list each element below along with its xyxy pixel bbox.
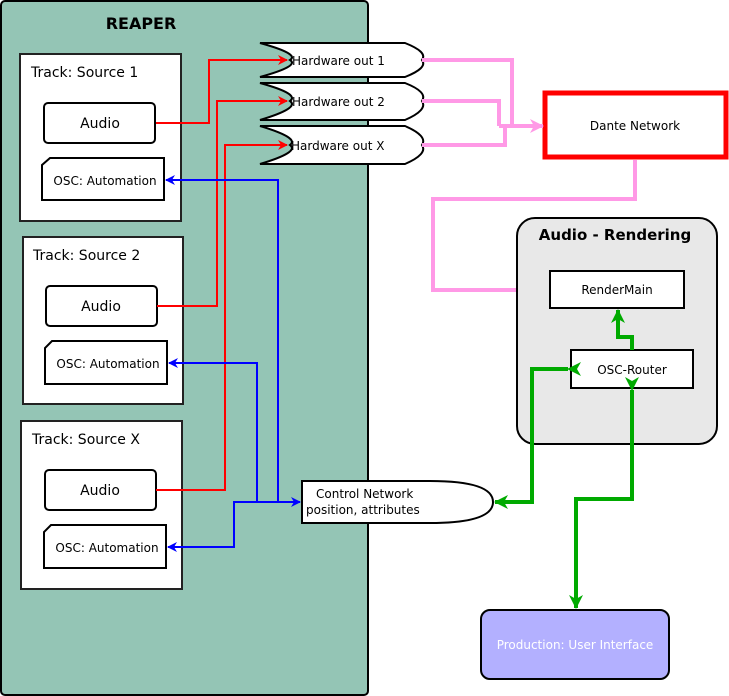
user-interface-label: Production: User Interface (497, 638, 654, 652)
audio-link-1 (156, 55, 288, 124)
osc-link-1 (165, 175, 279, 501)
audio-link-x (156, 140, 288, 491)
reaper-title: REAPER (106, 14, 177, 33)
hardware-out-x[interactable]: Hardware out X (259, 125, 425, 165)
render-main-label: RenderMain (581, 283, 652, 297)
track-title: Track: Source 1 (30, 65, 138, 81)
osc-automation-block[interactable]: OSC: Automation (41, 157, 165, 201)
audio-link-2 (157, 96, 288, 307)
hardware-out-1[interactable]: Hardware out 1 (259, 42, 425, 78)
audio-label: Audio (80, 483, 120, 499)
dante-network-label: Dante Network (590, 119, 680, 133)
osc-links (165, 175, 301, 552)
osc-label: OSC: Automation (55, 541, 158, 555)
hardware-out-label: Hardware out 1 (292, 54, 385, 68)
dante-link-x (422, 126, 507, 147)
osc-router-block[interactable]: OSC-Router (570, 349, 694, 389)
audio-block[interactable]: Audio (43, 102, 156, 144)
audio-links (156, 55, 288, 491)
control-network-sublabel: position, attributes (306, 503, 420, 517)
router-to-control-network (494, 362, 581, 509)
dante-link-2 (422, 99, 501, 126)
hardware-out-label: Hardware out 2 (292, 95, 385, 109)
dante-links (422, 58, 637, 297)
hardware-out-2[interactable]: Hardware out 2 (259, 82, 425, 121)
osc-link-2 (168, 358, 258, 501)
control-links (494, 309, 639, 609)
audio-label: Audio (80, 116, 120, 132)
control-network-label: Control Network (316, 487, 413, 501)
audio-rendering-title: Audio - Rendering (539, 226, 691, 244)
render-main-block[interactable]: RenderMain (549, 270, 685, 309)
audio-block[interactable]: Audio (44, 469, 157, 511)
user-interface-block[interactable]: Production: User Interface (480, 609, 670, 680)
audio-label: Audio (81, 299, 121, 315)
track-source-1: Track: Source 1 Audio OSC: Automation (19, 53, 182, 222)
dante-to-rendermain (431, 160, 637, 297)
audio-block[interactable]: Audio (45, 285, 158, 327)
track-source-2: Track: Source 2 Audio OSC: Automation (22, 236, 184, 405)
track-title: Track: Source X (31, 432, 140, 448)
dante-network[interactable]: Dante Network (542, 90, 729, 160)
control-network[interactable]: Control Network position, attributes (301, 480, 495, 524)
osc-automation-block[interactable]: OSC: Automation (44, 340, 168, 385)
track-title: Track: Source 2 (32, 248, 140, 264)
osc-router-label: OSC-Router (597, 363, 667, 377)
osc-label: OSC: Automation (56, 357, 159, 371)
router-to-rendermain (611, 309, 634, 350)
osc-automation-block[interactable]: OSC: Automation (43, 524, 167, 569)
dante-link-1 (422, 58, 514, 126)
track-source-x: Track: Source X Audio OSC: Automation (20, 420, 183, 590)
hardware-out-label: Hardware out X (291, 139, 384, 153)
router-to-ui (569, 377, 639, 609)
osc-label: OSC: Automation (53, 174, 156, 188)
